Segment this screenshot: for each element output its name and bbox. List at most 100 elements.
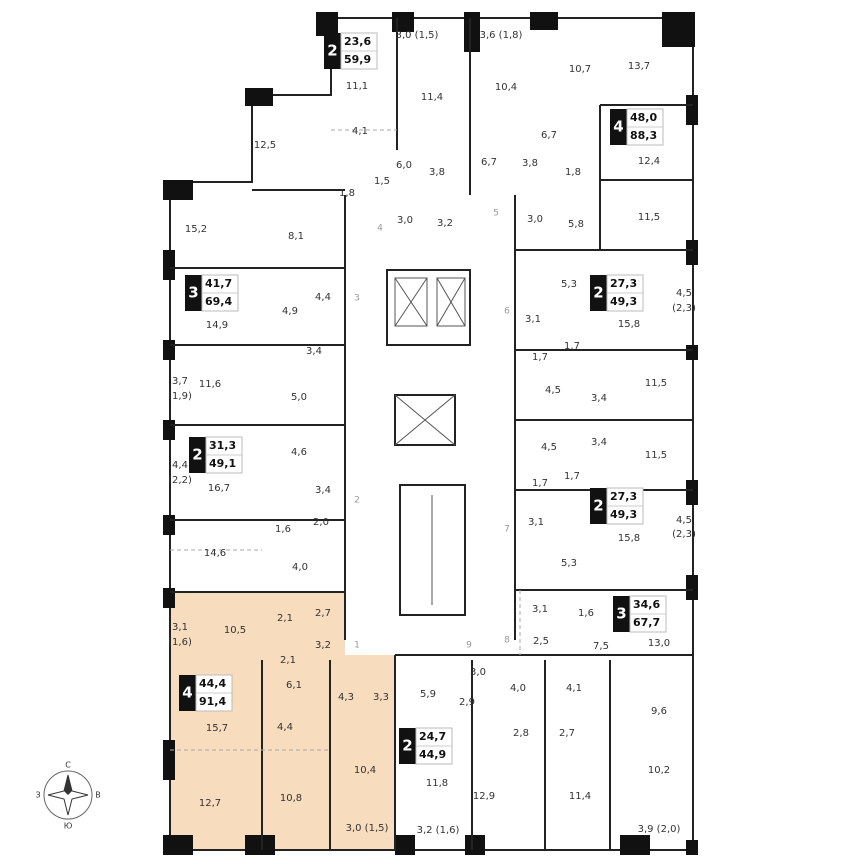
room-area-label: (2,3) [672, 529, 696, 540]
total-area: 91,4 [199, 695, 226, 708]
entrance-door-number: 5 [493, 209, 499, 219]
room-area-label: 5,3 [561, 279, 577, 290]
room-area-label: 3,0 (1,5) [346, 823, 389, 834]
entrance-door-number: 2 [354, 496, 360, 506]
room-area-label: 11,5 [645, 378, 667, 389]
room-area-label: (1,6) [168, 637, 192, 648]
room-area-label: 4,1 [352, 126, 368, 137]
room-area-label: 12,9 [473, 791, 495, 802]
room-area-label: 10,7 [569, 64, 591, 75]
total-area: 49,1 [209, 457, 236, 470]
room-area-label: 10,4 [354, 765, 376, 776]
compass-west: З [35, 791, 40, 800]
room-area-label: 8,1 [288, 231, 304, 242]
room-area-label: 4,0 [510, 683, 526, 694]
room-area-label: 4,0 [292, 562, 308, 573]
room-count: 2 [327, 42, 337, 60]
living-area: 27,3 [610, 490, 637, 503]
room-area-label: 1,7 [532, 352, 548, 363]
room-area-label: (1,9) [168, 391, 192, 402]
compass-south: Ю [64, 822, 73, 831]
room-area-label: 11,4 [421, 92, 443, 103]
room-area-label: 11,8 [426, 778, 448, 789]
room-area-label: 7,5 [593, 641, 609, 652]
room-area-label: 5,9 [420, 689, 436, 700]
compass-east: В [95, 791, 101, 800]
room-area-label: 3,0 [397, 215, 413, 226]
compass-rose-icon: С В Ю З [35, 761, 100, 831]
room-area-label: 1,6 [578, 608, 594, 619]
room-count: 4 [613, 118, 623, 136]
room-area-label: 4,4 [172, 460, 188, 471]
room-count: 2 [593, 284, 603, 302]
room-area-label: 3,1 [528, 517, 544, 528]
room-area-label: 11,5 [645, 450, 667, 461]
room-area-label: 4,6 [291, 447, 307, 458]
highlighted-apartment[interactable] [170, 592, 395, 850]
room-area-label: 2,1 [280, 655, 296, 666]
room-area-label: 6,7 [481, 157, 497, 168]
room-count: 2 [593, 497, 603, 515]
room-area-label: 3,1 [532, 604, 548, 615]
room-area-label: 14,9 [206, 320, 228, 331]
room-area-label: 3,0 (1,5) [396, 30, 439, 41]
total-area: 49,3 [610, 508, 637, 521]
living-area: 24,7 [419, 730, 446, 743]
apartment-badge[interactable]: 2 27,3 49,3 [590, 487, 644, 525]
room-area-label: 3,3 [373, 692, 389, 703]
room-area-label: 2,1 [277, 613, 293, 624]
entrance-door-number: 1 [354, 641, 360, 651]
entrance-door-number: 8 [504, 636, 510, 646]
room-area-label: 15,8 [618, 533, 640, 544]
room-area-label: 11,5 [638, 212, 660, 223]
total-area: 44,9 [419, 748, 446, 761]
total-area: 67,7 [633, 616, 660, 629]
room-area-label: 10,4 [495, 82, 517, 93]
room-area-label: 10,5 [224, 625, 246, 636]
room-area-label: 13,7 [628, 61, 650, 72]
living-area: 41,7 [205, 277, 232, 290]
room-area-label: 2,7 [315, 608, 331, 619]
room-area-label: 1,8 [339, 188, 355, 199]
room-area-label: 3,0 [470, 667, 486, 678]
entrance-door-number: 3 [354, 294, 360, 304]
room-area-label: 1,7 [564, 341, 580, 352]
room-area-label: 4,5 [676, 288, 692, 299]
room-area-label: 3,1 [172, 622, 188, 633]
room-area-label: 6,0 [396, 160, 412, 171]
room-area-label: 1,8 [565, 167, 581, 178]
room-area-label: 6,1 [286, 680, 302, 691]
room-count: 2 [192, 446, 202, 464]
room-area-label: 15,7 [206, 723, 228, 734]
room-count: 4 [182, 684, 192, 702]
room-area-label: 15,8 [618, 319, 640, 330]
room-area-label: 13,0 [648, 638, 670, 649]
room-area-label: 4,4 [277, 722, 293, 733]
room-area-label: 4,1 [566, 683, 582, 694]
room-area-label: 12,5 [254, 140, 276, 151]
room-area-label: 12,7 [199, 798, 221, 809]
room-area-label: 4,5 [676, 515, 692, 526]
room-area-label: 4,4 [315, 292, 331, 303]
room-area-label: 3,2 (1,6) [417, 825, 460, 836]
room-area-label: 10,8 [280, 793, 302, 804]
room-count: 3 [616, 605, 626, 623]
total-area: 69,4 [205, 295, 232, 308]
room-area-label: 16,7 [208, 483, 230, 494]
room-area-label: 1,7 [532, 478, 548, 489]
total-area: 49,3 [610, 295, 637, 308]
room-area-label: 2,9 [459, 697, 475, 708]
room-area-label: 3,9 (2,0) [638, 824, 681, 835]
room-area-label: 5,3 [561, 558, 577, 569]
